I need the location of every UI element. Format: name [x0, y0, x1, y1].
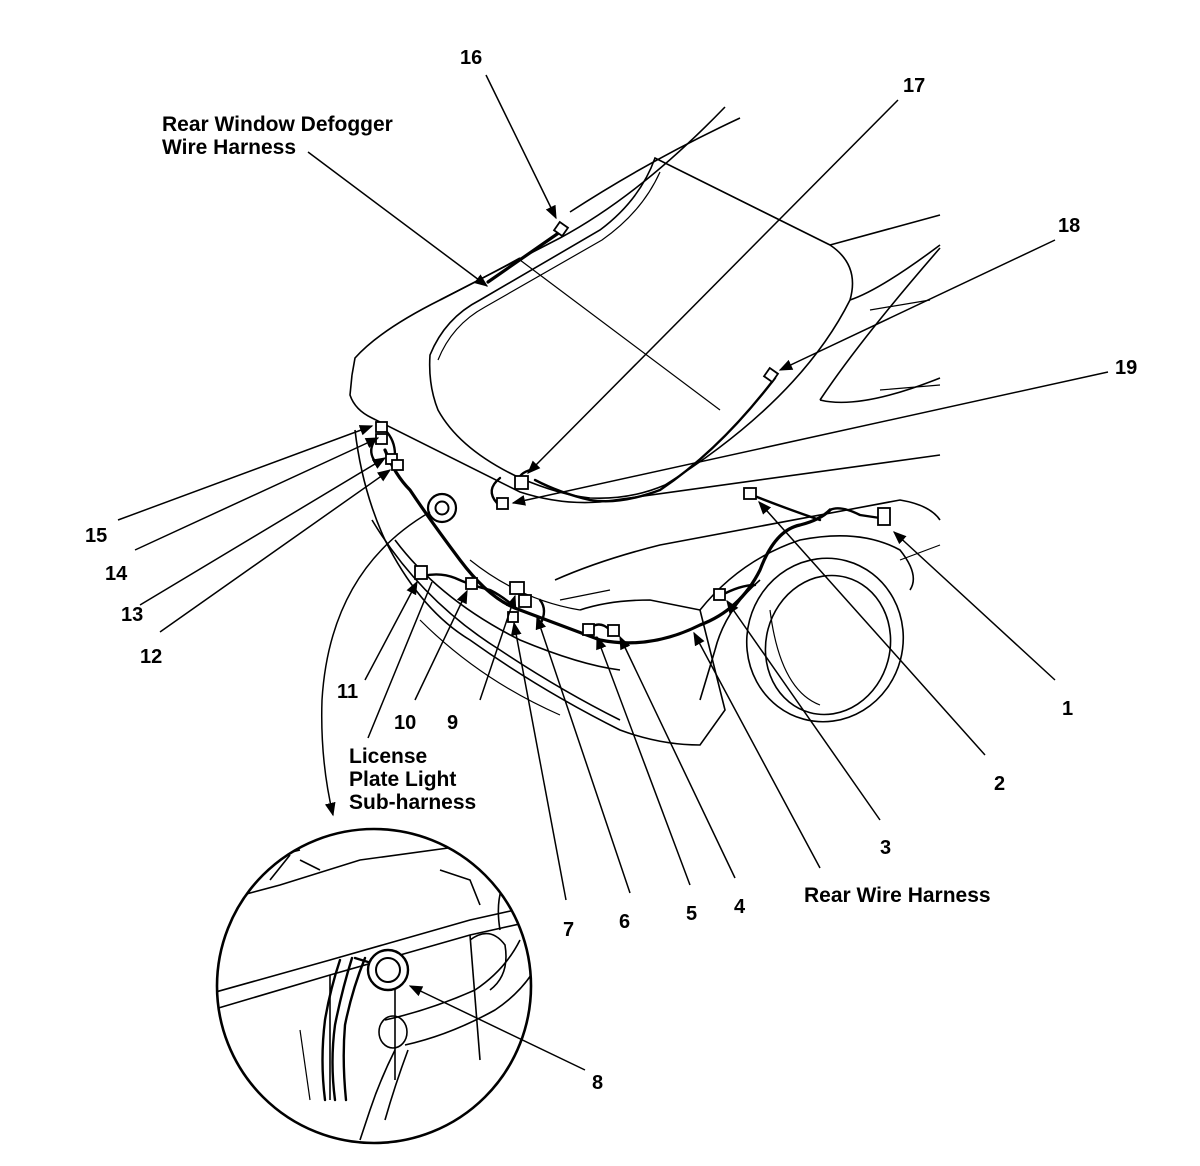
- rear-harness-label: Rear Wire Harness: [804, 884, 991, 907]
- defogger-label-line1: Rear Window Defogger: [162, 113, 393, 136]
- license-label-line1: License: [349, 745, 427, 768]
- leader-lines: [117, 74, 1109, 1071]
- connector-5: [582, 623, 595, 636]
- connector-14: [375, 433, 388, 445]
- connector-4: [607, 624, 620, 637]
- connector-18: [762, 366, 780, 384]
- callout-11: 11: [337, 681, 358, 703]
- connector-10: [465, 577, 478, 590]
- grommet: [426, 492, 458, 524]
- license-label-line3: Sub-harness: [349, 791, 476, 814]
- connector-9: [509, 581, 525, 595]
- callout-8: 8: [592, 1072, 603, 1094]
- connector-1: [877, 507, 891, 526]
- callout-3: 3: [880, 837, 891, 859]
- callout-15: 15: [85, 525, 107, 547]
- car-body-outline: [349, 106, 941, 746]
- callout-19: 19: [1115, 357, 1137, 379]
- callout-12: 12: [140, 646, 162, 668]
- connector-3: [713, 588, 726, 601]
- connectors: [375, 220, 891, 637]
- callout-6: 6: [619, 911, 630, 933]
- callout-13: 13: [121, 604, 143, 626]
- callout-numbers: 1 2 3 4 5 6 7 8 9 10 11 12 13 14 15 16 1…: [85, 47, 1137, 1094]
- connector-19: [496, 497, 509, 510]
- callout-1: 1: [1062, 698, 1073, 720]
- connector-17: [514, 475, 529, 490]
- connector-11: [414, 565, 428, 580]
- callout-18: 18: [1058, 215, 1080, 237]
- callout-16: 16: [460, 47, 482, 69]
- caption-labels: Rear Window Defogger Wire Harness Licens…: [162, 113, 991, 907]
- connector-15: [375, 421, 388, 433]
- callout-17: 17: [903, 75, 925, 97]
- rear-wire-harness: [370, 428, 882, 645]
- connector-6a: [518, 594, 532, 608]
- connector-16: [552, 220, 570, 238]
- callout-10: 10: [394, 712, 416, 734]
- defogger-wire-harness: [486, 230, 777, 503]
- connector-12: [391, 459, 404, 471]
- callout-4: 4: [734, 896, 746, 918]
- defogger-label-line2: Wire Harness: [162, 136, 296, 159]
- callout-2: 2: [994, 773, 1005, 795]
- connector-2: [743, 487, 757, 500]
- callout-5: 5: [686, 903, 697, 925]
- detail-view-license-light: [215, 827, 533, 1145]
- callout-9: 9: [447, 712, 458, 734]
- license-label-line2: Plate Light: [349, 768, 456, 791]
- callout-14: 14: [105, 563, 128, 585]
- callout-7: 7: [563, 919, 574, 941]
